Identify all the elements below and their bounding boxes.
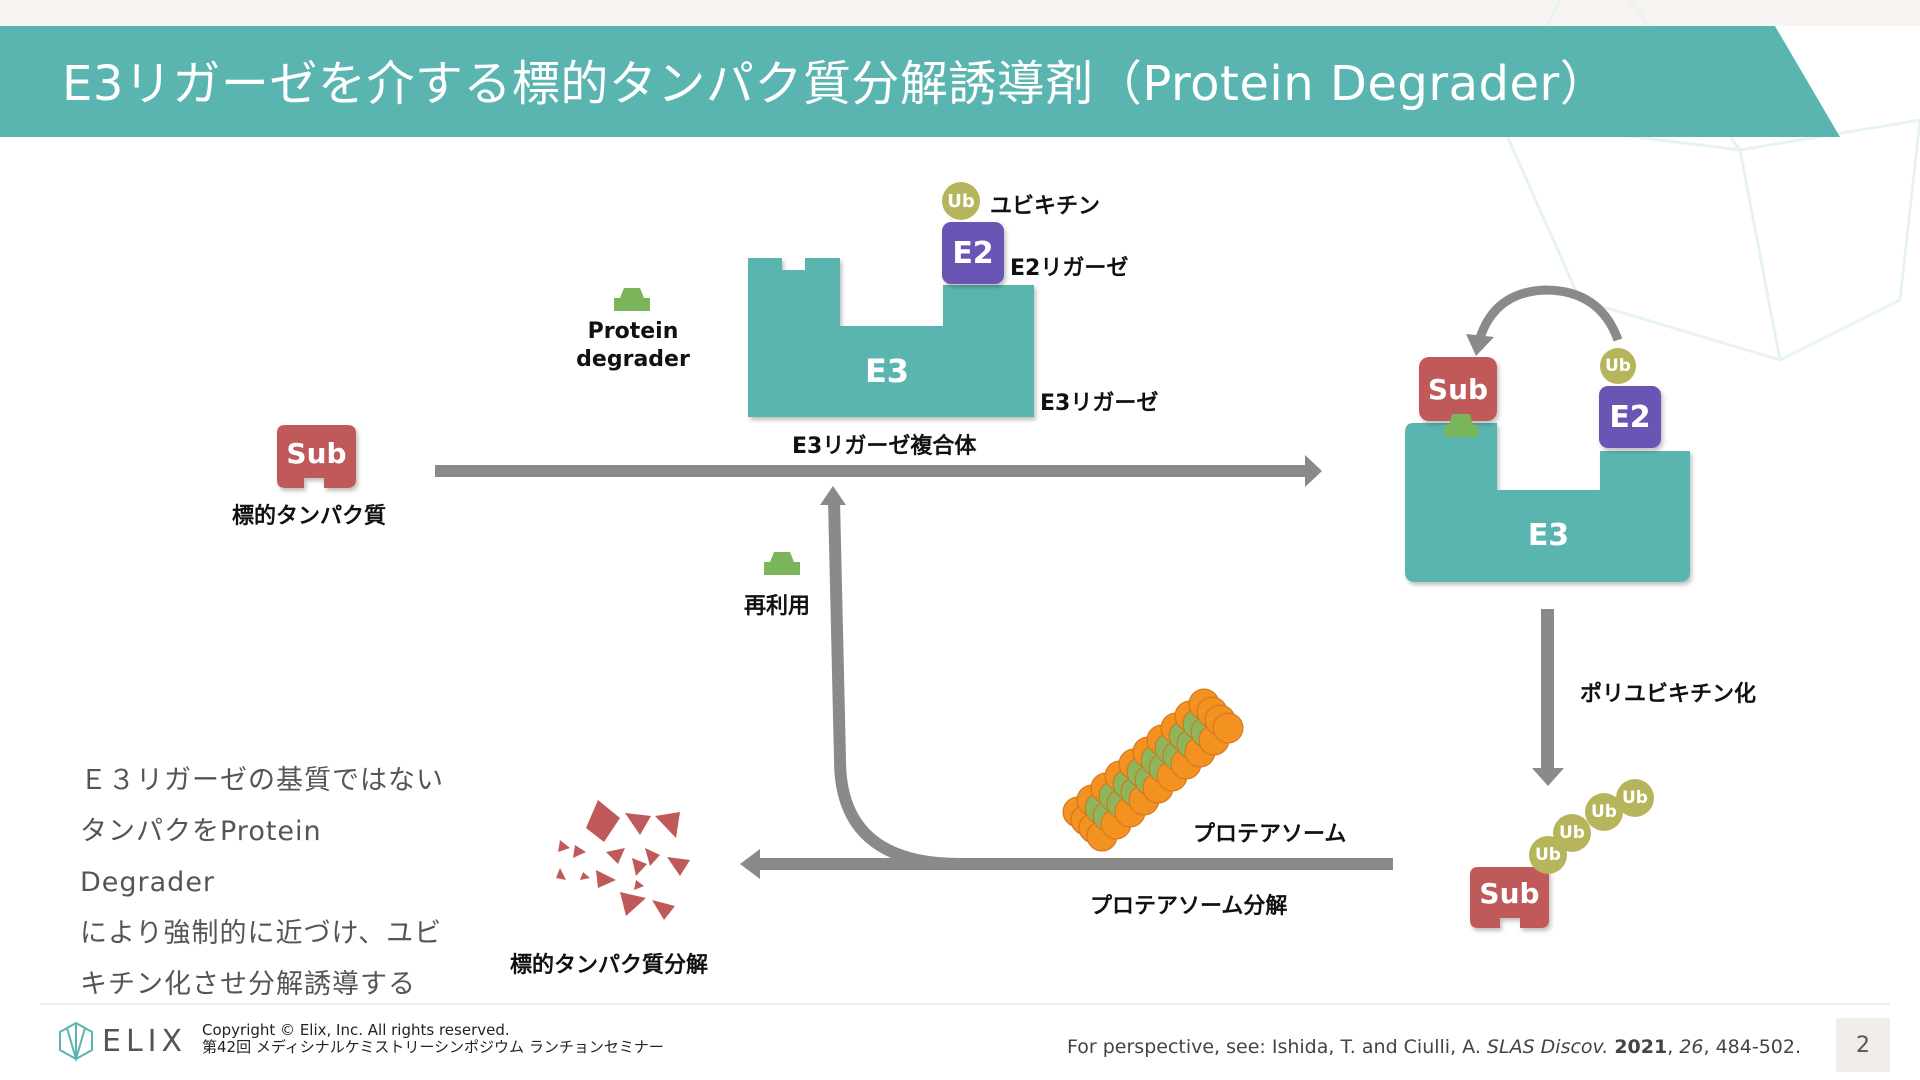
copyright-line-2: 第42回 メディシナルケミストリーシンポジウム ランチョンセミナー bbox=[202, 1038, 664, 1056]
degrader-bound-icon bbox=[1444, 414, 1478, 437]
ubiquitin-transfer-arrow bbox=[1466, 285, 1623, 356]
e3-ligase-complex bbox=[748, 258, 1034, 417]
ub-chain-label-4: Ub bbox=[1622, 788, 1648, 808]
footer-divider bbox=[40, 1003, 1890, 1005]
recycled-degrader-icon bbox=[764, 552, 800, 575]
protein-degrader-label-line2: degrader bbox=[576, 347, 690, 372]
reference-year: 2021 bbox=[1614, 1036, 1668, 1058]
degradation-arrow bbox=[740, 849, 1393, 879]
sub-symbol-left: Sub bbox=[286, 436, 347, 470]
protein-degrader-icon bbox=[614, 288, 650, 311]
e3-symbol-top: E3 bbox=[864, 352, 910, 390]
polyubiquitination-arrow bbox=[1532, 609, 1564, 786]
elix-logo-text: ELIX bbox=[102, 1024, 188, 1059]
target-degradation-label: 標的タンパク質分解 bbox=[510, 953, 709, 978]
ub-chain-label-2: Ub bbox=[1559, 823, 1585, 843]
elix-logo-icon bbox=[59, 1021, 93, 1062]
explanation-line-4: キチン化させ分解誘導する bbox=[80, 969, 416, 1000]
reference-pages: , 484-502. bbox=[1703, 1036, 1802, 1058]
degraded-fragments bbox=[556, 800, 690, 920]
recycle-arrow bbox=[820, 486, 1030, 870]
e2-ligase-top bbox=[942, 222, 1004, 284]
e3-complex-label: E3リガーゼ複合体 bbox=[792, 434, 977, 459]
proteasome-subunit bbox=[1212, 712, 1244, 744]
proteasome-label: プロテアソーム bbox=[1193, 822, 1347, 847]
title-banner bbox=[0, 26, 1840, 137]
ubiquitin-label: ユビキチン bbox=[990, 194, 1101, 219]
target-protein-label: 標的タンパク質 bbox=[232, 504, 387, 529]
ub-chain-label-3: Ub bbox=[1591, 802, 1617, 822]
explanation-line-1: Ｅ３リガーゼの基質ではない bbox=[80, 765, 444, 796]
e2-symbol-top: E2 bbox=[952, 235, 994, 271]
sub-symbol-right: Sub bbox=[1427, 372, 1489, 406]
polyubiquitin-chain bbox=[1529, 779, 1654, 874]
main-arrow bbox=[435, 455, 1322, 487]
e3-symbol-right: E3 bbox=[1527, 518, 1570, 553]
copyright: Copyright © Elix, Inc. All rights reserv… bbox=[202, 1022, 664, 1056]
substrate-right bbox=[1419, 357, 1497, 421]
ub-symbol-right: Ub bbox=[1605, 356, 1631, 376]
recycle-label: 再利用 bbox=[744, 594, 811, 619]
reference-volume: 26 bbox=[1679, 1036, 1704, 1058]
top-strip bbox=[0, 0, 1920, 26]
ub-symbol-top: Ub bbox=[947, 190, 975, 212]
protein-degrader-label-line1: Protein bbox=[587, 319, 679, 344]
explanation-text: Ｅ３リガーゼの基質ではない タンパクをProtein Degrader により強… bbox=[80, 755, 460, 1010]
page-number: 2 bbox=[1836, 1018, 1890, 1072]
polyubiquitination-label: ポリユビキチン化 bbox=[1580, 682, 1757, 707]
proteasome-icon bbox=[1062, 688, 1244, 852]
e3-ligase-right bbox=[1405, 423, 1690, 582]
ubiquitin-top bbox=[942, 182, 980, 220]
sub-symbol-bottom: Sub bbox=[1479, 876, 1540, 910]
reference-citation: For perspective, see: Ishida, T. and Ciu… bbox=[1067, 1036, 1802, 1058]
explanation-line-2: タンパクをProtein Degrader bbox=[80, 816, 322, 898]
target-protein-sub bbox=[277, 425, 356, 488]
e2-symbol-right: E2 bbox=[1609, 399, 1651, 435]
e3-ligase-label: E3リガーゼ bbox=[1040, 391, 1159, 416]
e2-ligase-right bbox=[1599, 386, 1661, 448]
ubiquitin-right bbox=[1600, 348, 1636, 384]
explanation-line-3: により強制的に近づけ、ユビ bbox=[80, 918, 443, 949]
reference-journal: SLAS Discov. bbox=[1486, 1036, 1609, 1058]
ub-chain-label-1: Ub bbox=[1535, 845, 1561, 865]
e2-ligase-label: E2リガーゼ bbox=[1010, 256, 1129, 281]
reference-prefix: For perspective, see: Ishida, T. and Ciu… bbox=[1067, 1036, 1487, 1058]
slide-title: E3リガーゼを介する標的タンパク質分解誘導剤（Protein Degrader） bbox=[62, 56, 1609, 112]
protein-degrader-label: Protein degrader bbox=[563, 318, 703, 374]
copyright-line-1: Copyright © Elix, Inc. All rights reserv… bbox=[202, 1021, 510, 1039]
proteasome-degradation-label: プロテアソーム分解 bbox=[1090, 894, 1288, 919]
polyubiquitinated-sub bbox=[1470, 867, 1549, 928]
